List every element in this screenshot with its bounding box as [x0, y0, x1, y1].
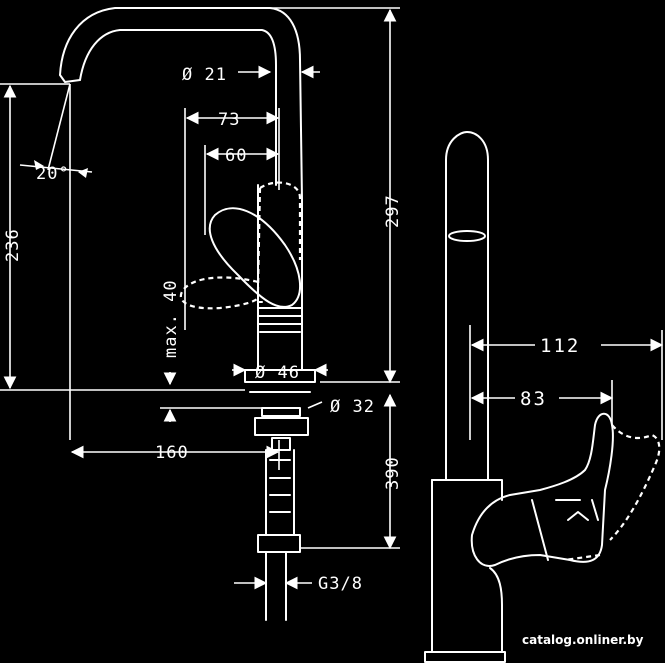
dim-83: 83 [520, 388, 547, 410]
dim-390: 390 [383, 456, 403, 490]
dim-diameter-46: Ø 46 [255, 363, 300, 383]
side-faucet-outline [424, 131, 614, 663]
dim-thread-g3-8: G3/8 [318, 574, 363, 594]
dim-112: 112 [540, 335, 580, 357]
dim-73: 73 [218, 110, 240, 130]
watermark: catalog.onliner.by [522, 633, 644, 647]
dim-diameter-32: Ø 32 [330, 397, 375, 417]
dim-angle-20: 20° [36, 164, 70, 184]
front-lever-swing-dashed [179, 181, 302, 310]
side-dimension-labels: 112 83 [515, 332, 601, 411]
dimension-lines [0, 7, 400, 590]
dim-max-40: max. 40 [161, 279, 181, 358]
dimension-labels: Ø 21 73 60 20° 236 297 max. 40 Ø 46 Ø 32… [3, 65, 403, 594]
dim-60: 60 [225, 146, 247, 166]
front-faucet-outline [59, 7, 316, 621]
dim-160: 160 [155, 443, 189, 463]
dim-297: 297 [383, 194, 403, 228]
dim-236: 236 [3, 228, 23, 262]
side-lever-swing-dashed [564, 424, 661, 562]
dim-diameter-21: Ø 21 [182, 65, 227, 85]
